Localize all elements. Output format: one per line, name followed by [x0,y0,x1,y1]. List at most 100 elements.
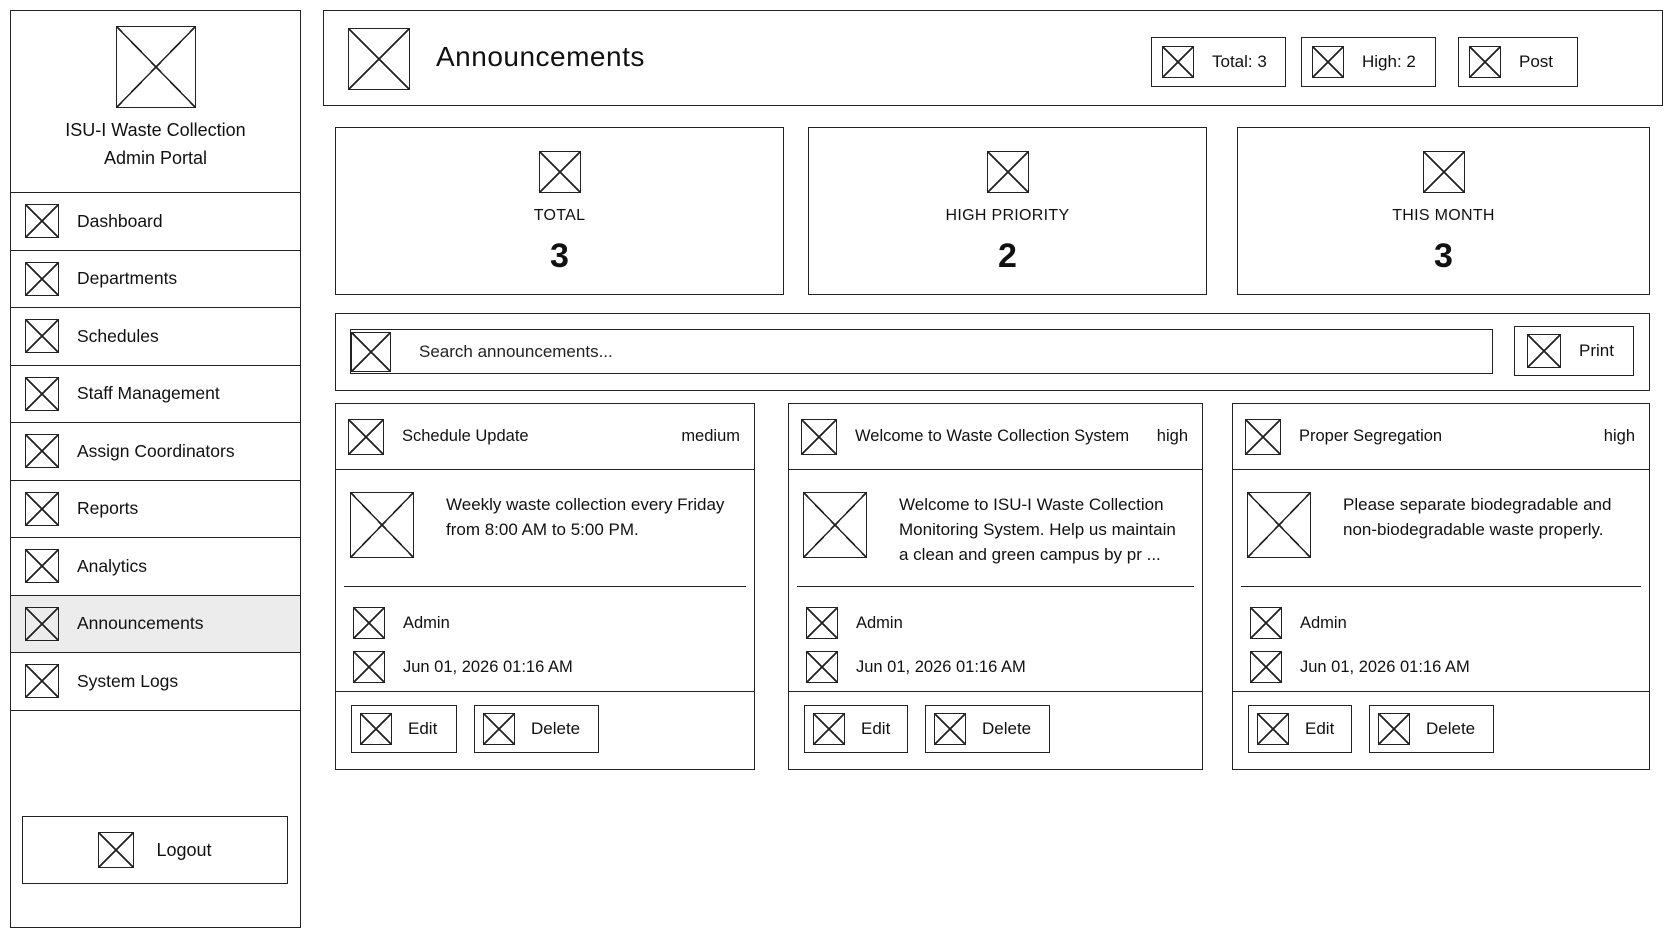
edit-button-label: Edit [1305,719,1335,738]
announcements-header-icon [348,28,410,90]
high-priority-stat-icon [986,151,1029,193]
card-body: Welcome to ISU-I Waste Collection Monito… [797,470,1194,587]
stat-label: THIS MONTH [1392,207,1495,224]
stat-value: 3 [550,237,569,275]
delete-button[interactable]: Delete [1369,705,1494,753]
high-badge: High: 2 [1301,37,1436,87]
total-stat-icon [538,151,581,193]
post-date: Jun 01, 2026 01:16 AM [856,657,1026,676]
sidebar-item-label: Dashboard [77,210,163,231]
announcement-card: Schedule Update medium Weekly waste coll… [335,403,755,770]
high-badge-label: High: 2 [1362,52,1416,71]
date-row: Jun 01, 2026 01:16 AM [806,645,1202,689]
card-meta: Admin Jun 01, 2026 01:16 AM [336,587,754,692]
announcement-image-icon [350,492,414,558]
search-icon [351,331,391,372]
stat-card-high-priority: HIGH PRIORITY 2 [808,127,1207,295]
card-meta: Admin Jun 01, 2026 01:16 AM [789,587,1202,692]
sidebar-item-staff-management[interactable]: Staff Management [11,366,300,423]
post-date: Jun 01, 2026 01:16 AM [1300,657,1470,676]
stat-label: TOTAL [533,207,586,224]
delete-button[interactable]: Delete [474,705,599,753]
sidebar-item-reports[interactable]: Reports [11,481,300,538]
edit-button[interactable]: Edit [804,705,908,753]
date-row: Jun 01, 2026 01:16 AM [1250,645,1649,689]
stat-card-this-month: THIS MONTH 3 [1237,127,1650,295]
delete-button-label: Delete [982,719,1032,738]
stat-value: 3 [1434,237,1453,275]
author-row: Admin [353,601,754,645]
card-actions: Edit Delete [789,692,1202,753]
card-actions: Edit Delete [1233,692,1649,753]
sidebar: ISU-I Waste Collection Admin Portal Dash… [10,10,301,928]
card-message: Welcome to ISU-I Waste Collection Monito… [899,495,1176,564]
calendar-icon [353,651,385,683]
dashboard-icon [25,204,59,239]
delete-button-label: Delete [531,719,581,738]
edit-button[interactable]: Edit [1248,705,1352,753]
logout-label: Logout [156,839,212,860]
total-badge: Total: 3 [1151,37,1286,87]
sidebar-item-schedules[interactable]: Schedules [11,308,300,366]
sidebar-item-label: System Logs [77,670,179,691]
card-body: Please separate biodegradable and non-bi… [1241,470,1641,587]
sidebar-item-label: Departments [77,268,178,289]
schedules-icon [25,319,59,354]
sidebar-item-label: Analytics [77,555,148,576]
sidebar-item-analytics[interactable]: Analytics [11,538,300,596]
date-row: Jun 01, 2026 01:16 AM [353,645,754,689]
card-message: Weekly waste collection every Friday fro… [446,495,725,539]
card-title: Welcome to Waste Collection System [855,427,1130,445]
sidebar-item-system-logs[interactable]: System Logs [11,653,300,711]
post-button[interactable]: Post [1458,37,1578,87]
search-bar: Search announcements... Print [335,313,1650,391]
stat-value: 2 [998,237,1017,275]
delete-button[interactable]: Delete [925,705,1050,753]
coordinators-icon [25,434,59,469]
sidebar-item-departments[interactable]: Departments [11,251,300,308]
author-row: Admin [806,601,1202,645]
priority-badge: medium [681,427,740,445]
author-name: Admin [1300,613,1347,632]
card-title: Schedule Update [402,427,529,445]
announcement-card: Welcome to Waste Collection System high … [788,403,1203,770]
priority-badge: high [1156,427,1188,445]
card-title: Proper Segregation [1299,427,1443,445]
brand-subtitle: Admin Portal [103,148,208,168]
system-logs-icon [25,664,59,699]
print-icon [1527,334,1561,368]
sidebar-item-label: Schedules [77,325,159,346]
search-input[interactable]: Search announcements... [350,329,1493,374]
logout-icon [98,832,135,868]
delete-icon [483,713,515,745]
card-message: Please separate biodegradable and non-bi… [1343,495,1612,539]
delete-icon [1378,713,1410,745]
this-month-stat-icon [1422,151,1465,193]
author-name: Admin [856,613,903,632]
sidebar-item-announcements[interactable]: Announcements [11,595,300,653]
announcements-icon [25,606,59,641]
sidebar-item-assign-coordinators[interactable]: Assign Coordinators [11,423,300,481]
announcement-card: Proper Segregation high Please separate … [1232,403,1650,770]
card-body: Weekly waste collection every Friday fro… [344,470,746,587]
user-icon [353,607,385,639]
search-placeholder: Search announcements... [419,341,613,361]
edit-button[interactable]: Edit [351,705,457,753]
logo-image-icon [115,26,196,108]
sidebar-item-label: Staff Management [77,383,220,404]
stat-card-total: TOTAL 3 [335,127,784,295]
sidebar-item-dashboard[interactable]: Dashboard [11,193,300,251]
edit-icon [360,713,392,745]
delete-button-label: Delete [1426,719,1476,738]
card-header: Schedule Update medium [336,404,754,470]
post-icon [1469,46,1501,78]
staff-icon [25,376,59,411]
logout-button[interactable]: Logout [22,816,288,884]
card-header: Welcome to Waste Collection System high [789,404,1202,470]
total-badge-label: Total: 3 [1212,52,1267,71]
announcement-icon [348,418,384,455]
print-button-label: Print [1579,341,1614,360]
print-button[interactable]: Print [1514,326,1634,376]
sidebar-item-label: Assign Coordinators [77,440,235,461]
author-name: Admin [403,613,450,632]
